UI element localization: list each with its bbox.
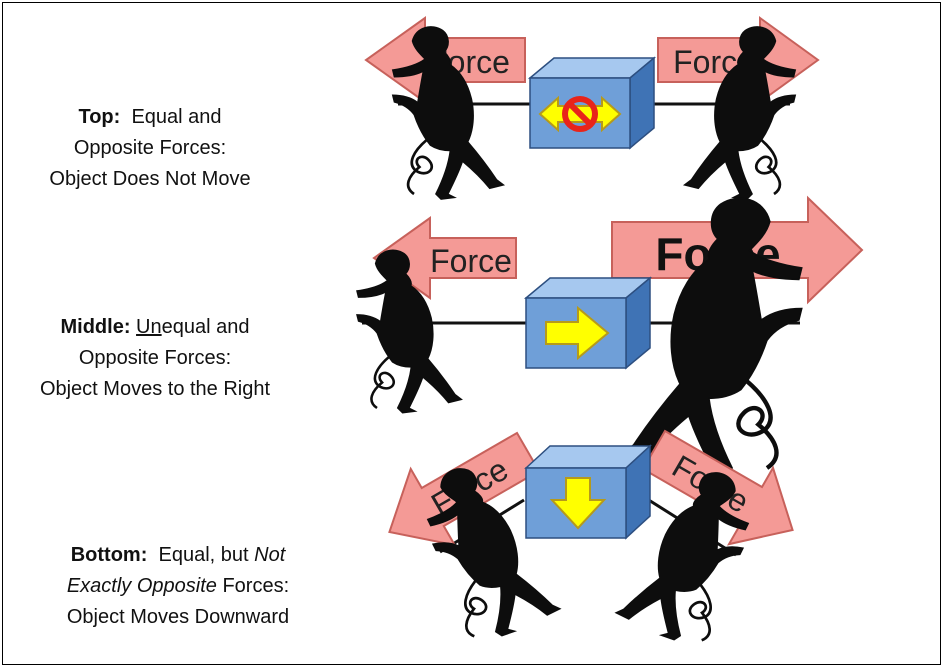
arrow-right-icon [545, 305, 610, 361]
bottom-caption-line3: Object Moves Downward [66, 606, 290, 628]
bottom-caption-bold: Bottom: [70, 544, 148, 566]
top-caption: Top: Equal and Opposite Forces: Object D… [20, 102, 280, 195]
bottom-box [524, 444, 652, 540]
top-caption-line1: Equal and [131, 106, 222, 128]
middle-caption-line2: Opposite Forces: [78, 347, 232, 369]
bottom-caption-italic1: Not [254, 544, 286, 566]
top-caption-bold: Top: [78, 106, 121, 128]
top-caption-line3: Object Does Not Move [49, 168, 251, 190]
top-panel: Force Force [364, 16, 820, 201]
double-arrow-with-no-symbol-icon [538, 95, 622, 133]
middle-panel: Force Force [355, 195, 864, 477]
middle-caption-line3: Object Moves to the Right [39, 378, 271, 400]
bottom-panel: Force Force [388, 429, 794, 652]
arrow-down-icon [549, 477, 607, 530]
middle-caption-line1: equal and [161, 316, 250, 338]
bottom-caption-line2: Forces: [222, 575, 290, 597]
bottom-caption-italic2: Exactly Opposite [66, 575, 217, 597]
middle-box [523, 276, 653, 370]
middle-force-label-left: Force [430, 243, 512, 279]
bottom-caption: Bottom: Equal, but Not Exactly Opposite … [10, 540, 346, 633]
middle-caption-underline: Un [136, 316, 162, 338]
middle-caption: Middle: Unequal and Opposite Forces: Obj… [6, 312, 304, 405]
top-box [527, 56, 657, 150]
middle-caption-bold: Middle: [60, 316, 131, 338]
bottom-caption-line1: Equal, but [158, 544, 249, 566]
top-caption-line2: Opposite Forces: [73, 137, 227, 159]
